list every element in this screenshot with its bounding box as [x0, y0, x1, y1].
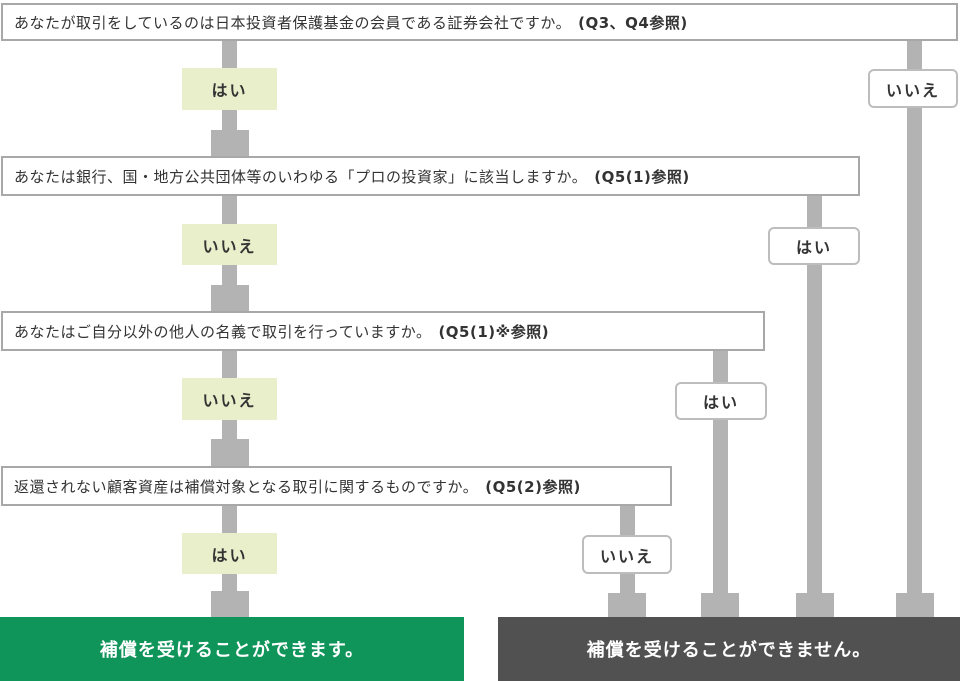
connector-bar	[222, 196, 237, 224]
question-reference: (Q5(1)※参照)	[438, 322, 550, 341]
answer-label-no: いいえ	[582, 535, 672, 574]
question-reference: (Q3、Q4参照)	[578, 13, 688, 32]
connector-bar	[222, 110, 237, 130]
question-box-pro-investor: あなたは銀行、国・地方公共団体等のいわゆる「プロの投資家」に該当しますか。 (Q…	[1, 156, 860, 196]
answer-label-no: いいえ	[182, 224, 277, 265]
question-box-covered-assets: 返還されない顧客資産は補償対象となる取引に関するものですか。 (Q5(2)参照)	[1, 466, 672, 506]
question-text: あなたはご自分以外の他人の名義で取引を行っていますか。	[14, 322, 432, 341]
connector-bar	[222, 506, 237, 533]
connector-foot	[211, 130, 249, 156]
question-text: あなたが取引をしているのは日本投資者保護基金の会員である証券会社ですか。	[14, 13, 572, 32]
connector-bar	[222, 574, 237, 591]
connector-foot	[608, 593, 646, 617]
answer-label-yes: はい	[768, 227, 860, 265]
question-reference: (Q5(2)参照)	[485, 477, 581, 496]
connector-foot	[896, 593, 934, 617]
question-box-other-name-trading: あなたはご自分以外の他人の名義で取引を行っていますか。 (Q5(1)※参照)	[1, 311, 765, 351]
connector-foot	[211, 439, 249, 466]
answer-label-no: いいえ	[868, 69, 958, 108]
connector-foot	[701, 593, 739, 617]
question-text: 返還されない顧客資産は補償対象となる取引に関するものですか。	[14, 477, 479, 496]
answer-label-yes: はい	[182, 533, 277, 574]
answer-label-yes: はい	[675, 382, 767, 420]
connector-bar	[807, 196, 822, 593]
connector-bar	[907, 41, 922, 593]
answer-label-no: いいえ	[182, 378, 277, 420]
connector-bar	[222, 41, 237, 68]
question-text: あなたは銀行、国・地方公共団体等のいわゆる「プロの投資家」に該当しますか。	[14, 167, 588, 186]
connector-bar	[222, 420, 237, 439]
connector-bar	[222, 351, 237, 378]
connector-bar	[222, 265, 237, 285]
result-compensation-not-possible: 補償を受けることができません。	[498, 617, 960, 681]
result-compensation-possible: 補償を受けることができます。	[0, 617, 464, 681]
question-box-member-check: あなたが取引をしているのは日本投資者保護基金の会員である証券会社ですか。 (Q3…	[1, 3, 958, 41]
question-reference: (Q5(1)参照)	[594, 167, 690, 186]
connector-foot	[211, 285, 249, 311]
connector-foot	[211, 591, 249, 617]
answer-label-yes: はい	[182, 68, 277, 110]
connector-foot	[796, 593, 834, 617]
